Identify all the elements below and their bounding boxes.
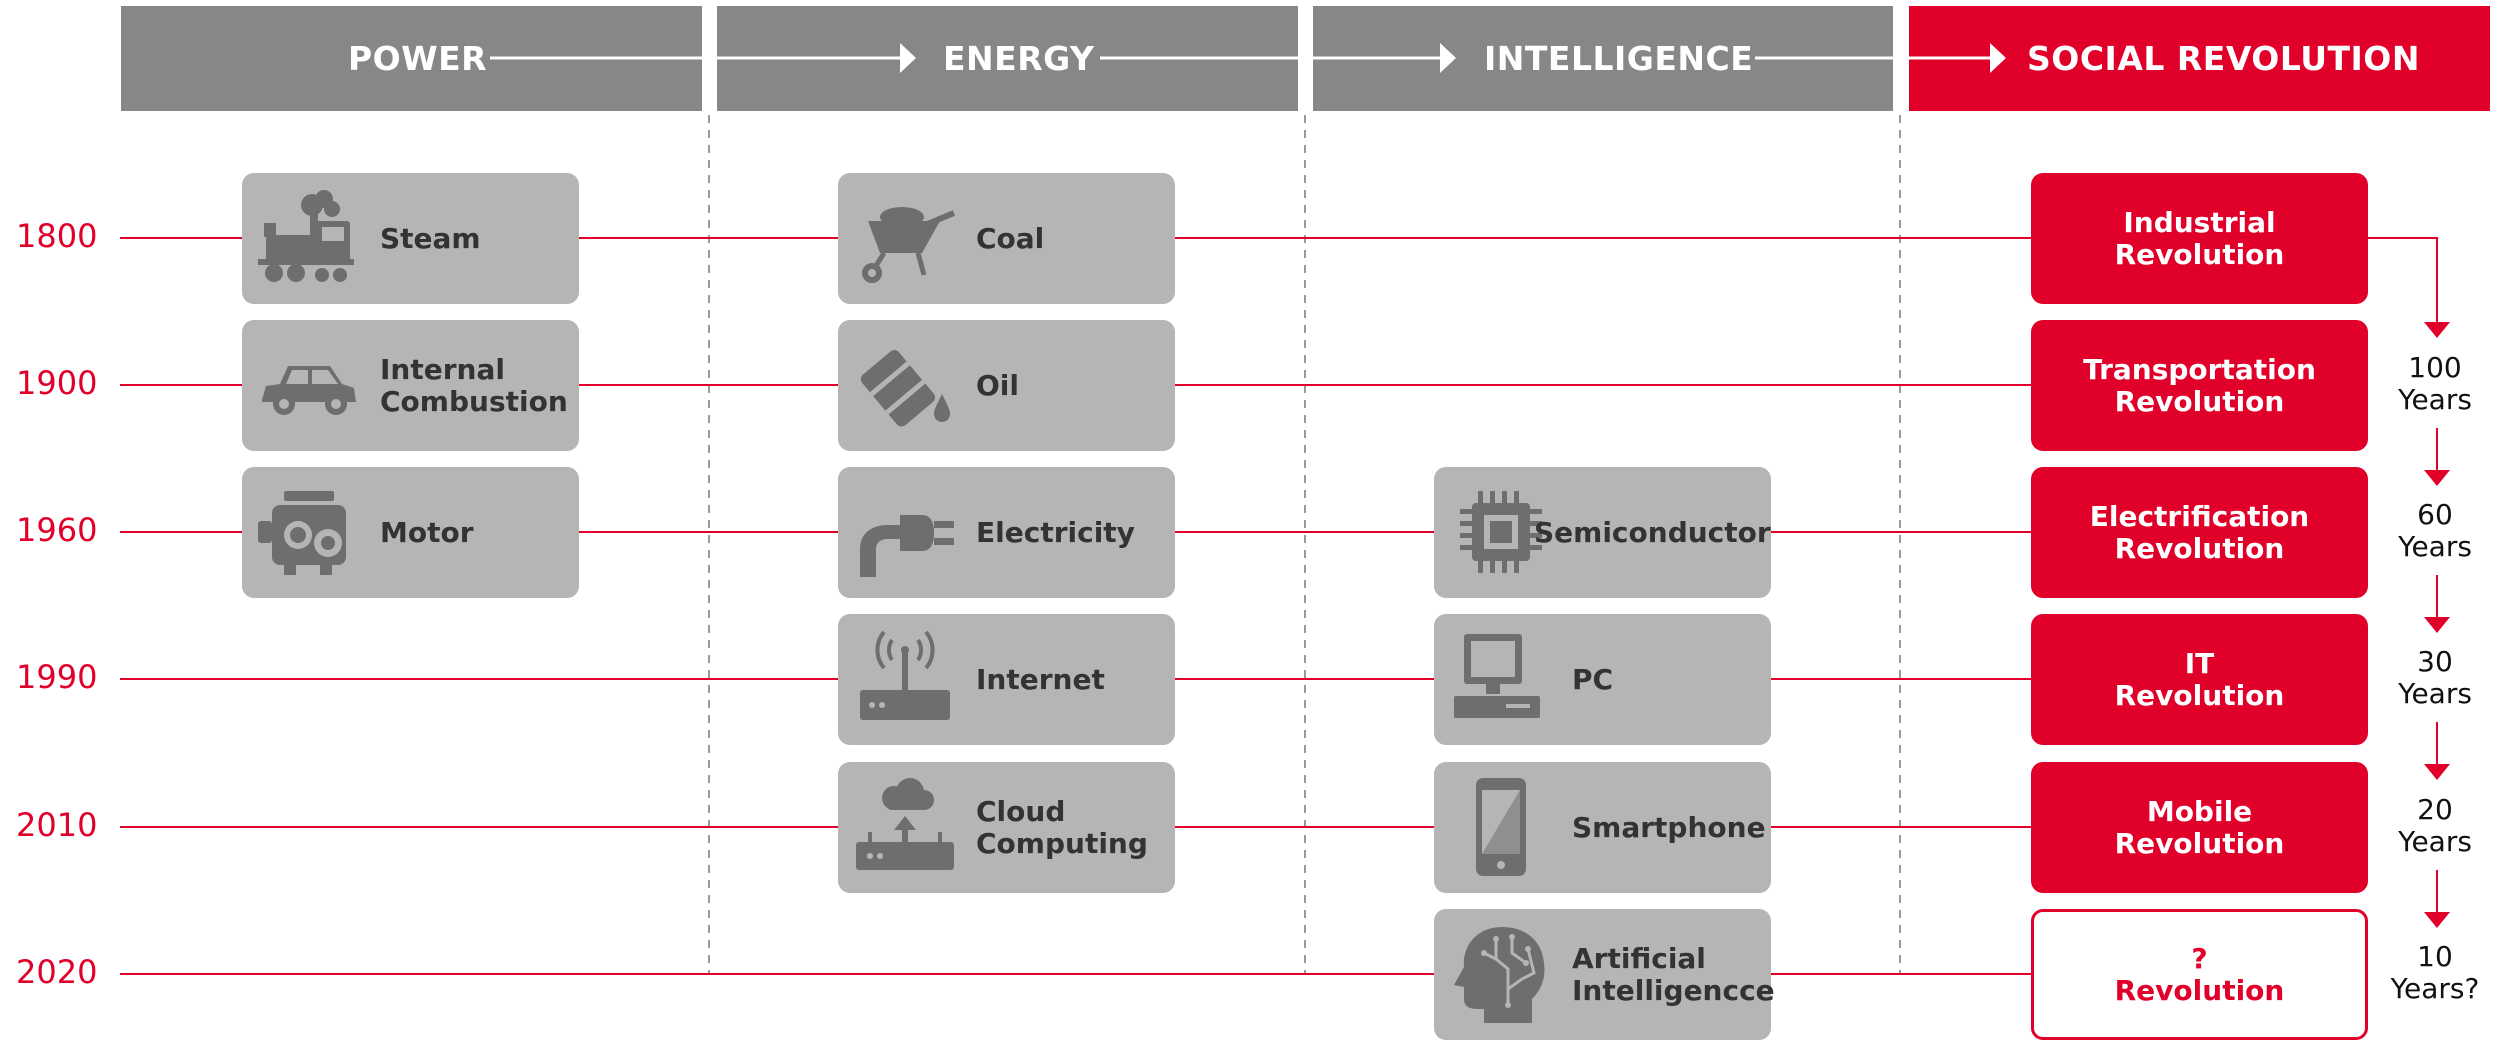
revolution-it: IT Revolution (2031, 614, 2368, 745)
card-label: Smartphone (1572, 810, 1766, 844)
plug-icon (850, 477, 960, 587)
revolution-transportation: Transportation Revolution (2031, 320, 2368, 451)
down-arrow-3 (2424, 617, 2450, 633)
revolution-label: Mobile Revolution (2114, 794, 2285, 860)
card-oil: Oil (838, 320, 1175, 451)
revolution-industrial: Industrial Revolution (2031, 173, 2368, 304)
interval-label: 20 Years (2398, 793, 2472, 858)
interval-label: 10 Years? (2390, 940, 2480, 1005)
interval-label: 60 Years (2398, 498, 2472, 563)
oil-barrel-icon (850, 330, 960, 440)
smartphone-icon (1446, 772, 1556, 882)
card-label: Semiconductor (1534, 515, 1771, 549)
year-label: 2010 (16, 806, 98, 844)
desktop-computer-icon (1446, 624, 1556, 734)
wheelbarrow-icon (850, 183, 960, 293)
cloud-upload-icon (850, 772, 960, 882)
down-arrow-1 (2424, 322, 2450, 338)
revolution-label: Transportation Revolution (2083, 352, 2316, 418)
header-power-label: POWER (348, 39, 488, 78)
ai-head-icon (1446, 919, 1556, 1029)
header-arrow-overlay (490, 43, 2006, 73)
year-label: 1960 (16, 511, 98, 549)
down-arrow-2 (2424, 470, 2450, 486)
card-label: Artificial Intelligencce (1572, 941, 1775, 1007)
gap-arrows (2368, 237, 2450, 928)
card-motor: Motor (242, 467, 579, 598)
card-internal-combustion: Internal Combustion (242, 320, 579, 451)
year-label: 1990 (16, 658, 98, 696)
card-internet: Internet (838, 614, 1175, 745)
revolution-label: Electrification Revolution (2089, 499, 2310, 565)
revolution-electrification: Electrification Revolution (2031, 467, 2368, 598)
steam-locomotive-icon (254, 183, 364, 293)
card-label: PC (1572, 662, 1614, 696)
header-social-label: SOCIAL REVOLUTION (2027, 39, 2420, 78)
revolution-label: IT Revolution (2114, 646, 2285, 712)
header-social-revolution: SOCIAL REVOLUTION (1909, 6, 2490, 111)
card-artificial-intelligence: Artificial Intelligencce (1434, 909, 1775, 1040)
card-label: Cloud Computing (976, 794, 1148, 860)
year-label: 2020 (16, 953, 98, 991)
engine-icon (254, 477, 364, 587)
card-semiconductor: Semiconductor (1434, 467, 1771, 598)
card-label: Motor (380, 515, 474, 549)
car-icon (254, 330, 364, 440)
card-cloud-computing: Cloud Computing (838, 762, 1175, 893)
card-electricity: Electricity (838, 467, 1175, 598)
card-label: Electricity (976, 515, 1135, 549)
card-smartphone: Smartphone (1434, 762, 1771, 893)
header-energy-label: ENERGY (943, 39, 1095, 78)
card-label: Internal Combustion (380, 352, 568, 418)
card-steam: Steam (242, 173, 579, 304)
card-pc: PC (1434, 614, 1771, 745)
interval-label: 100 Years (2398, 351, 2472, 416)
revolution-label: Industrial Revolution (2114, 205, 2285, 271)
chip-icon (1446, 477, 1556, 587)
router-icon (850, 624, 960, 734)
down-arrow-4 (2424, 764, 2450, 780)
card-coal: Coal (838, 173, 1175, 304)
card-label: Steam (380, 221, 481, 255)
down-arrow-5 (2424, 912, 2450, 928)
revolution-label: ? Revolution (2114, 941, 2285, 1007)
header-intelligence-label: INTELLIGENCE (1484, 39, 1754, 78)
card-label: Oil (976, 368, 1019, 402)
card-label: Coal (976, 221, 1045, 255)
revolution-mobile: Mobile Revolution (2031, 762, 2368, 893)
card-label: Internet (976, 662, 1105, 696)
revolution-future: ? Revolution (2031, 909, 2368, 1040)
year-label: 1800 (16, 217, 98, 255)
year-label: 1900 (16, 364, 98, 402)
interval-label: 30 Years (2398, 645, 2472, 710)
